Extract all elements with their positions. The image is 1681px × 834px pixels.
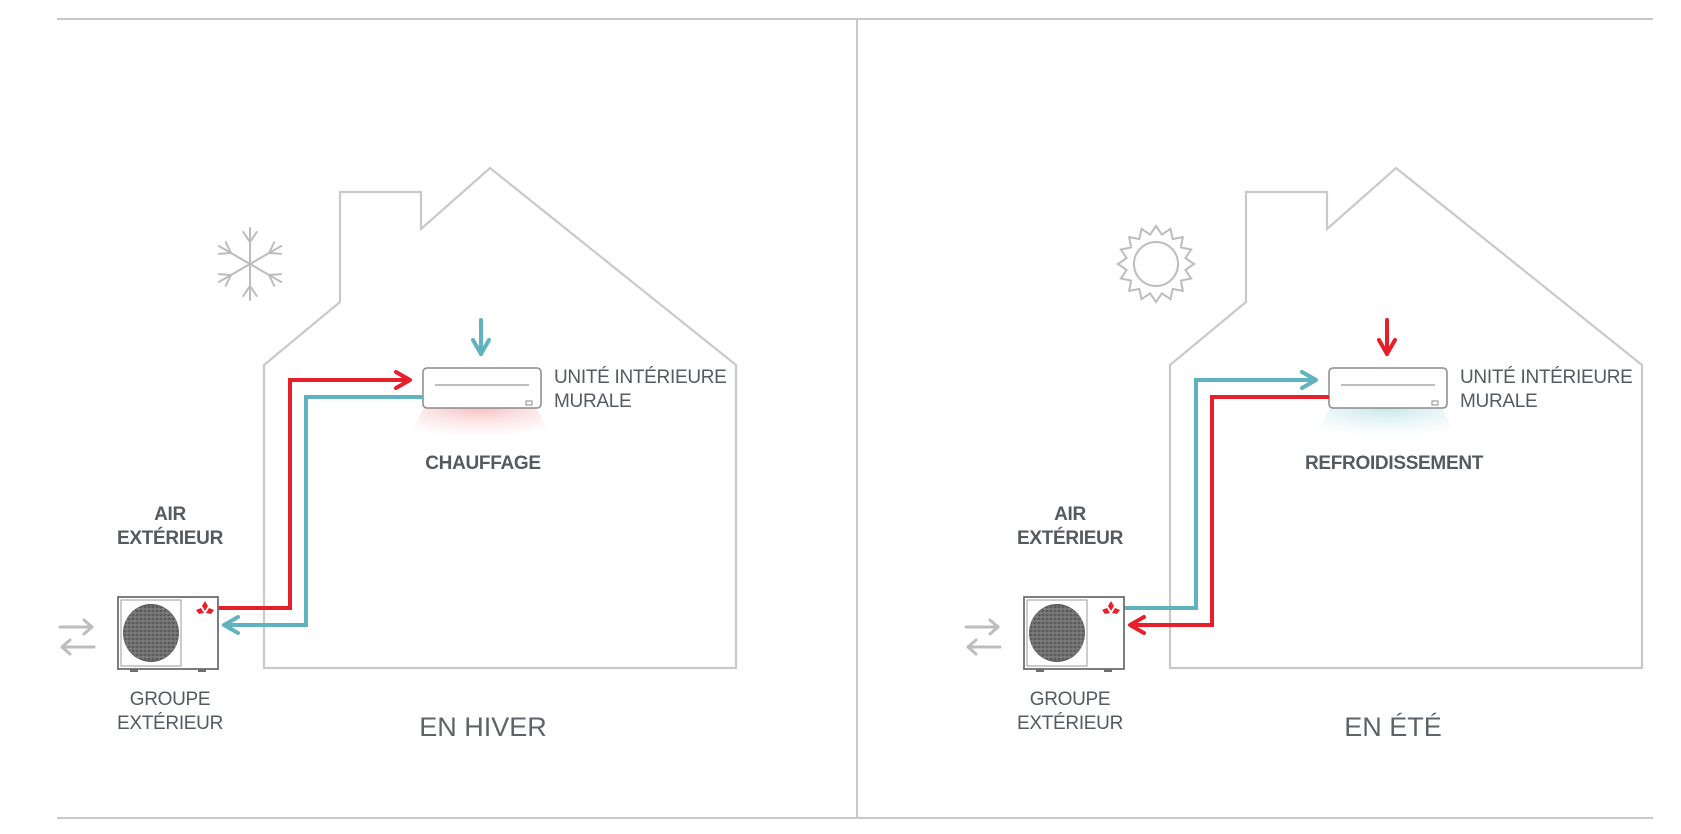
snowflake-branch	[217, 263, 251, 283]
snowflake-twig	[268, 273, 283, 276]
outdoor-unit-foot	[130, 669, 138, 672]
indoor-airflow-arrow-head	[471, 338, 491, 356]
outdoor-unit-panel	[120, 599, 182, 667]
snowflake-twig	[217, 252, 232, 255]
indoor-unit	[422, 367, 542, 409]
winter-mode-label: CHAUFFAGE	[425, 453, 541, 474]
indoor-unit	[1328, 367, 1448, 409]
summer-indoor-unit-label: UNITÉ INTÉRIEURE MURALE	[1460, 366, 1660, 414]
snowflake-twig	[242, 285, 251, 297]
outdoor-air-label-line2: EXTÉRIEUR	[1016, 527, 1124, 549]
summer-outdoor-air-label: AIR EXTÉRIEUR	[1000, 503, 1140, 551]
sun-icon	[1116, 224, 1196, 304]
brand-logo-diamond	[206, 608, 214, 614]
pipe-to-outdoor	[1132, 395, 1329, 627]
snowflake-twig	[268, 274, 276, 287]
pipe-to-indoor-arrow	[394, 370, 412, 390]
cool-air-glow	[1310, 408, 1462, 446]
exchange-arrows-icon	[58, 618, 96, 656]
brand-logo-diamond	[1112, 608, 1120, 614]
brand-logo-diamond	[1102, 608, 1110, 614]
brand-logo-diamond	[196, 608, 204, 614]
frame	[57, 18, 1653, 819]
snowflake-twig	[224, 274, 232, 287]
exchange-arrow-right-head	[988, 618, 1000, 636]
snowflake-twig	[242, 231, 251, 243]
outdoor-unit-label-line1: GROUPE	[129, 689, 211, 710]
sun-rays	[1116, 224, 1196, 304]
brand-logo-icon	[196, 601, 214, 614]
indoor-unit-indicator	[1431, 400, 1439, 406]
summer-panel	[964, 166, 1644, 672]
pipe-to-indoor	[218, 378, 408, 610]
outdoor-air-label-line1: AIR	[1054, 504, 1086, 525]
indoor-unit-body	[422, 367, 542, 409]
winter-indoor-unit-label: UNITÉ INTÉRIEURE MURALE	[554, 366, 744, 414]
winter-season-label: EN HIVER	[419, 712, 547, 742]
indoor-unit-label-line2: MURALE	[554, 390, 632, 412]
snowflake-icon	[217, 227, 283, 301]
brand-logo-diamond	[1108, 601, 1114, 611]
winter-outdoor-air-label: AIR EXTÉRIEUR	[100, 503, 240, 551]
fan-grille-icon	[123, 604, 179, 662]
snowflake-branch	[249, 263, 283, 283]
snowflake-twig	[217, 273, 232, 276]
snowflake-branch	[217, 245, 251, 265]
outdoor-unit-foot	[1036, 669, 1044, 672]
snowflake-twig	[268, 241, 276, 254]
summer-outdoor-unit-label: GROUPE EXTÉRIEUR	[995, 688, 1145, 736]
pipe-to-outdoor	[226, 395, 423, 627]
outdoor-air-label-line1: AIR	[154, 504, 186, 525]
exchange-arrow-left-head	[966, 638, 978, 656]
snowflake-twig	[224, 241, 232, 254]
pipe-to-outdoor-arrow	[1128, 615, 1146, 635]
pipe-to-indoor-arrow	[1300, 370, 1318, 390]
exchange-arrows-icon	[964, 618, 1002, 656]
indoor-airflow-arrow-head	[1377, 338, 1397, 356]
fan-grille-icon	[1029, 604, 1085, 662]
outdoor-unit-foot	[1104, 669, 1112, 672]
exchange-arrow-left-head	[60, 638, 72, 656]
indoor-unit-body	[1328, 367, 1448, 409]
snowflake-twig	[249, 231, 258, 243]
outdoor-unit-panel	[1026, 599, 1088, 667]
indoor-unit-indicator	[525, 400, 533, 406]
sun-core	[1133, 241, 1179, 287]
indoor-unit-label-line2: MURALE	[1460, 390, 1538, 412]
warm-air-glow	[404, 408, 556, 446]
house-outline	[262, 166, 738, 670]
summer-mode-label: REFROIDISSEMENT	[1304, 453, 1484, 474]
pipe-to-outdoor-arrow	[222, 615, 240, 635]
snowflake-branch	[249, 245, 283, 265]
outdoor-unit	[117, 596, 219, 672]
indoor-unit-label-line1: UNITÉ INTÉRIEURE	[1460, 367, 1633, 388]
brand-logo-diamond	[202, 601, 208, 611]
winter-outdoor-unit-label: GROUPE EXTÉRIEUR	[95, 688, 245, 736]
pipe-to-indoor	[1124, 378, 1314, 610]
house-outline	[1168, 166, 1644, 670]
indoor-unit-label-line1: UNITÉ INTÉRIEURE	[554, 367, 727, 388]
outdoor-unit-label-line1: GROUPE	[1029, 689, 1111, 710]
outdoor-unit-label-line2: EXTÉRIEUR	[116, 712, 224, 734]
outdoor-unit-label-line2: EXTÉRIEUR	[1016, 712, 1124, 734]
brand-logo-icon	[1102, 601, 1120, 614]
snowflake-twig	[249, 285, 258, 297]
winter-panel	[58, 166, 738, 672]
outdoor-unit	[1023, 596, 1125, 672]
exchange-arrow-right-head	[82, 618, 94, 636]
outdoor-air-label-line2: EXTÉRIEUR	[116, 527, 224, 549]
snowflake-twig	[268, 252, 283, 255]
summer-season-label: EN ÉTÉ	[1344, 712, 1442, 742]
outdoor-unit-foot	[198, 669, 206, 672]
